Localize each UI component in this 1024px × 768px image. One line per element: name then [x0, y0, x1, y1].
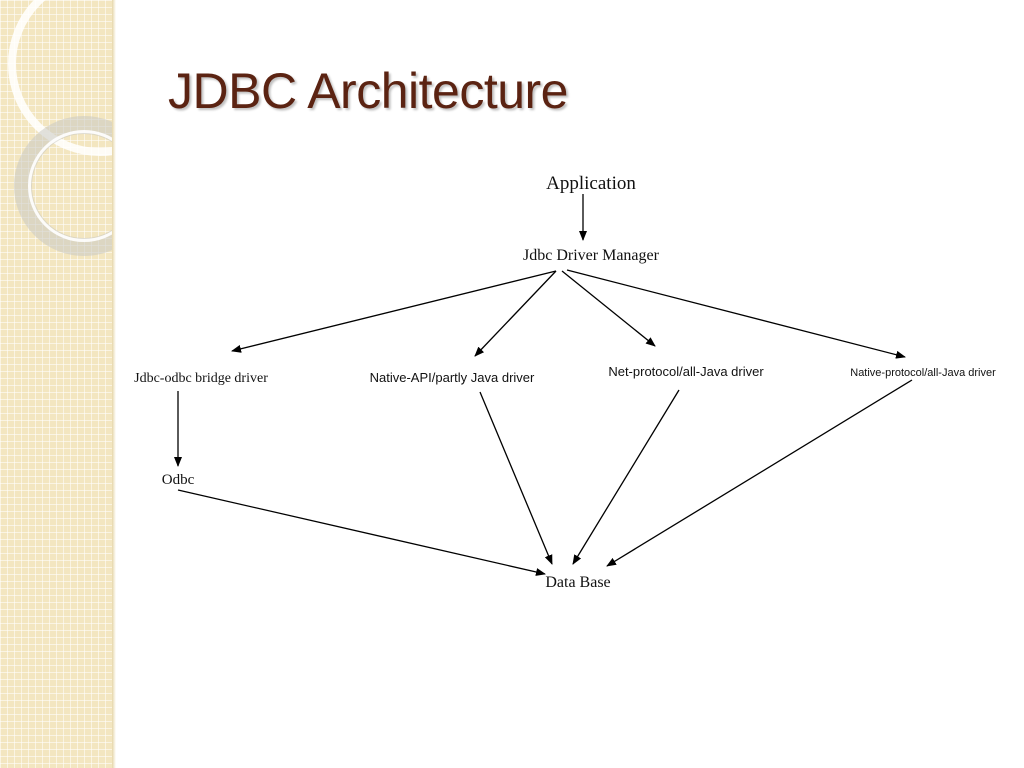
diagram-edges	[174, 194, 913, 576]
node-jdbc-odbc-bridge: Jdbc-odbc bridge driver	[134, 371, 268, 386]
node-net-protocol: Net-protocol/all-Java driver	[608, 364, 764, 379]
node-native-api: Native-API/partly Java driver	[370, 370, 535, 385]
edge-native-api-to-database	[479, 391, 553, 565]
edge-manager-to-native-protocol	[566, 269, 906, 359]
edge-odbc-to-database	[177, 489, 546, 576]
edge-manager-to-native-api	[474, 270, 557, 357]
edge-net-protocol-to-database	[572, 389, 680, 565]
edge-manager-to-bridge	[231, 270, 557, 353]
node-database: Data Base	[545, 574, 610, 591]
decorative-sidebar	[0, 0, 112, 768]
edge-native-protocol-to-database	[606, 379, 913, 567]
node-native-protocol: Native-protocol/all-Java driver	[850, 367, 996, 379]
node-odbc: Odbc	[162, 472, 195, 488]
node-application: Application	[546, 173, 636, 194]
sidebar-edge	[112, 0, 116, 768]
edge-manager-to-net-protocol	[561, 270, 656, 347]
slide-title: JDBC Architecture	[168, 63, 568, 119]
node-driver-manager: Jdbc Driver Manager	[523, 247, 660, 264]
